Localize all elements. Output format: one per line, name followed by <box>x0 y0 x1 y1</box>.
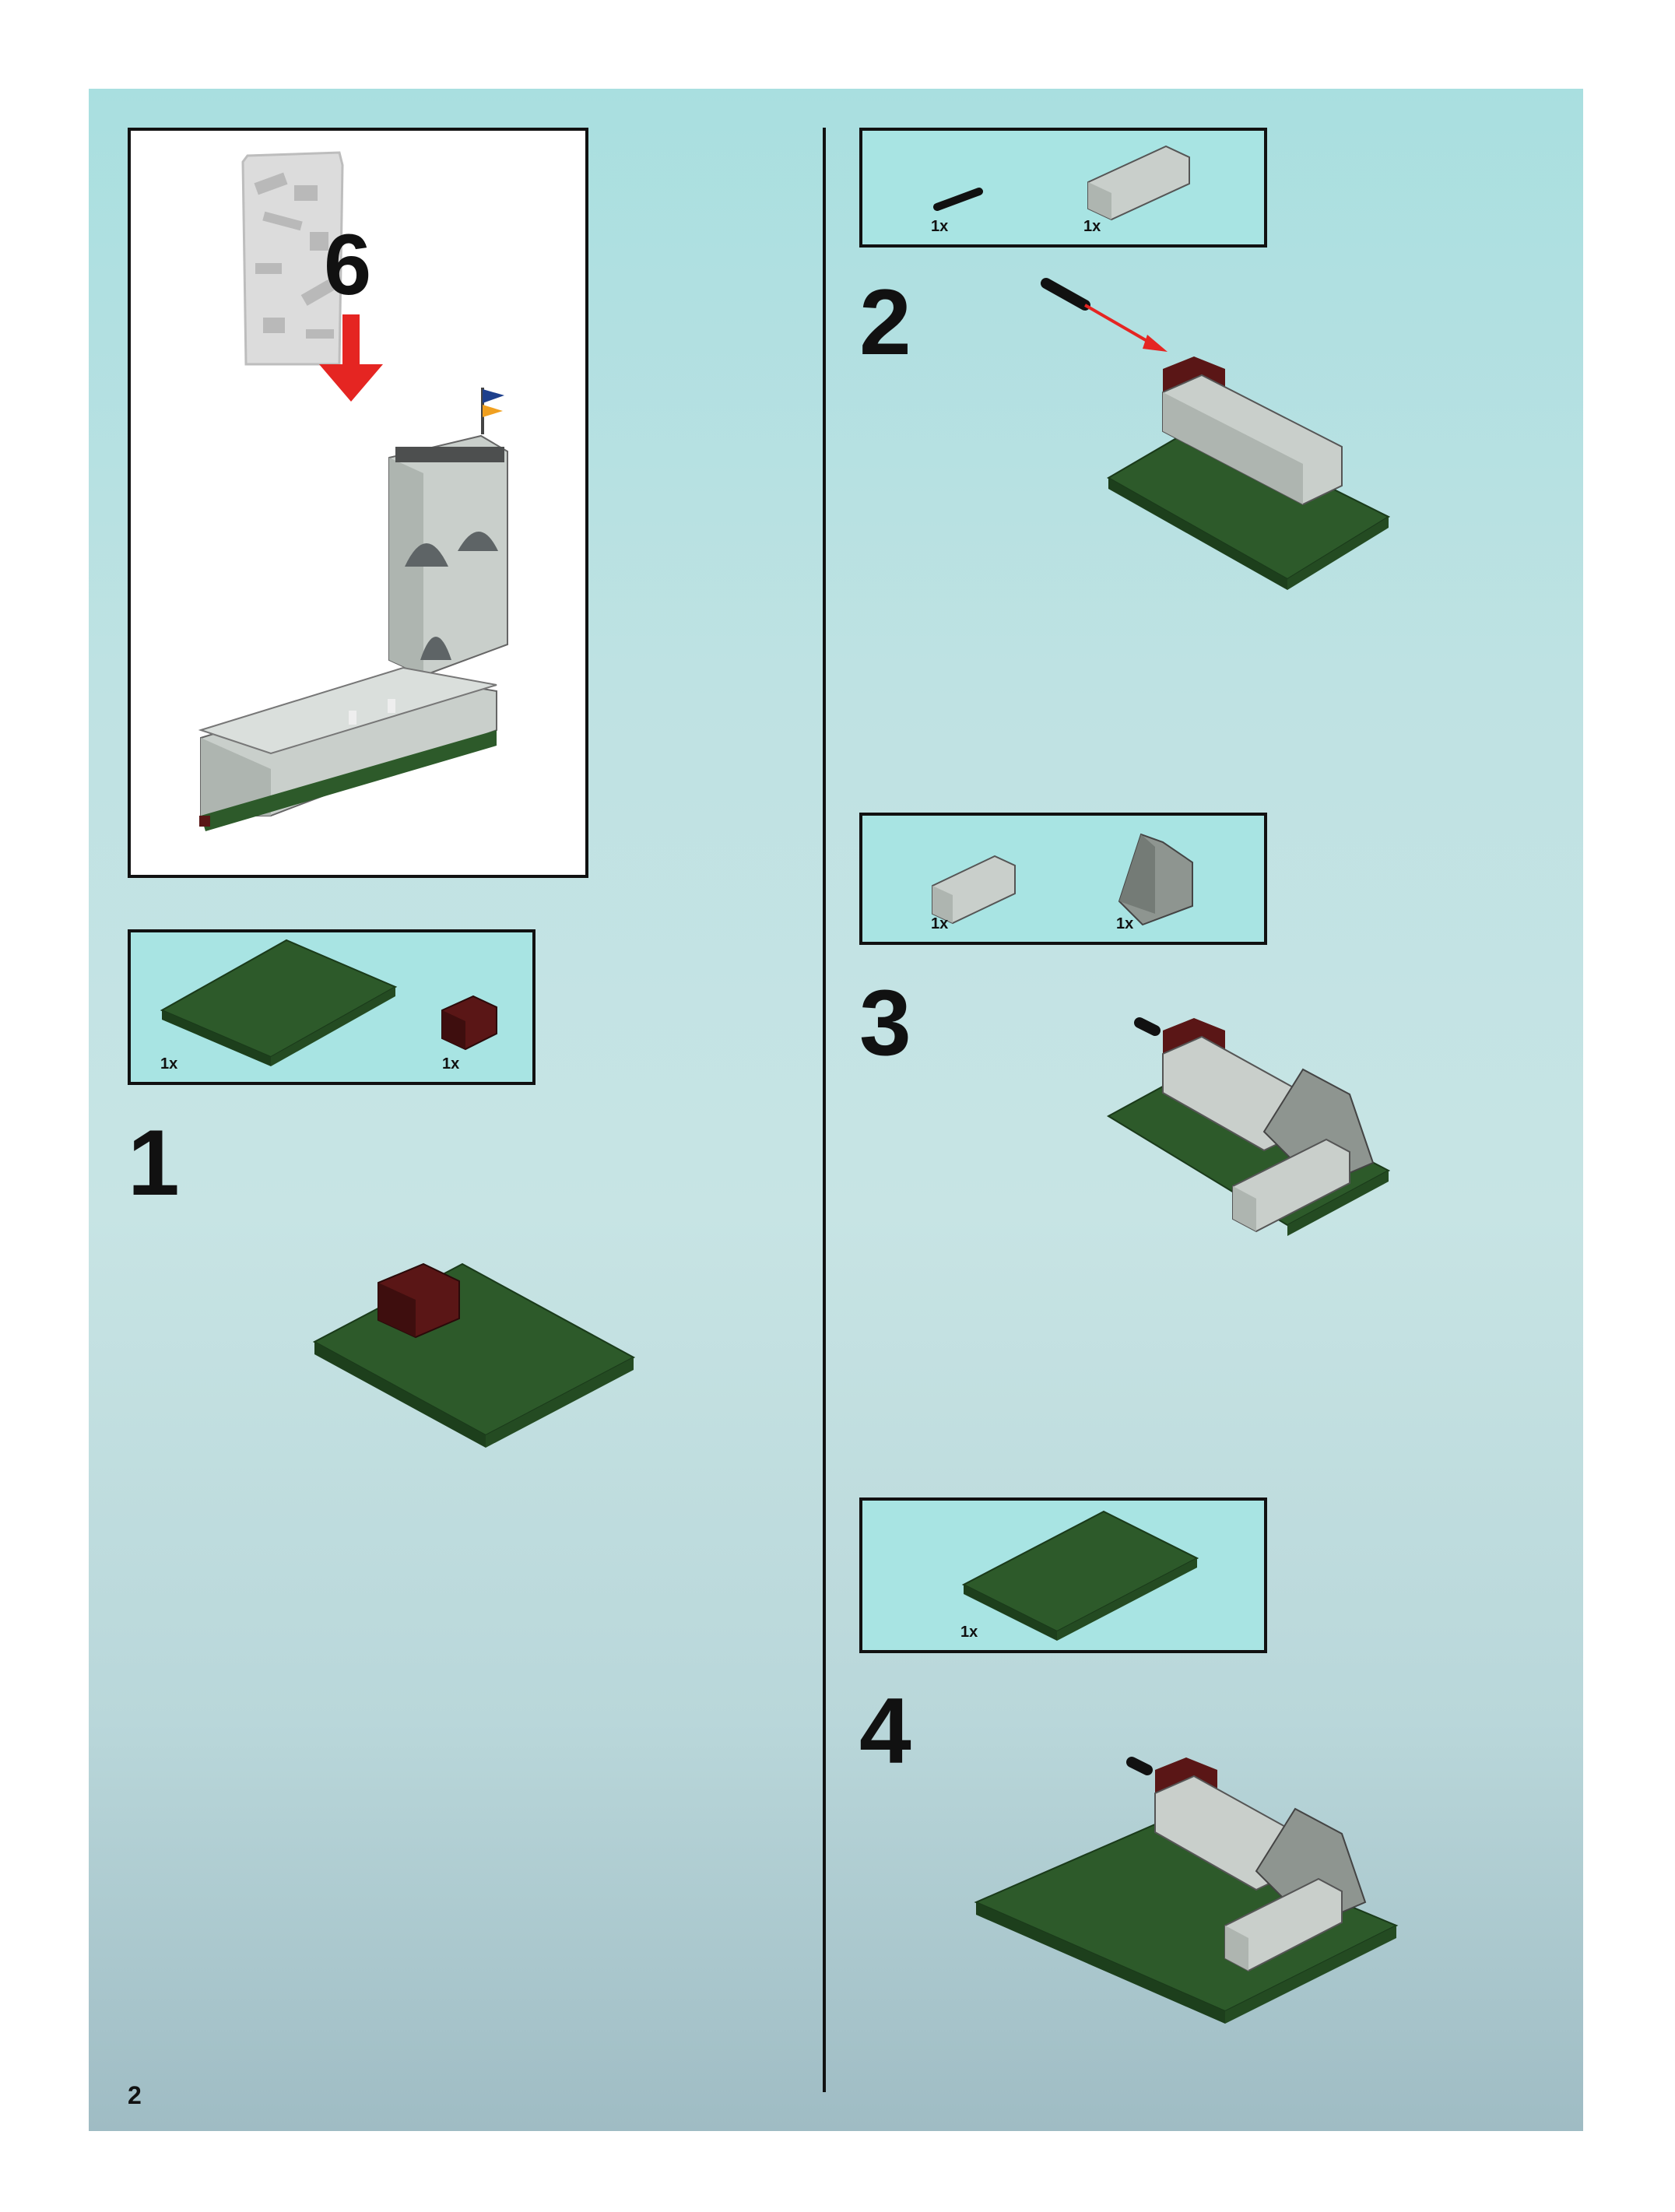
intro-frame: 6 <box>128 128 588 878</box>
step-2-build-illustration <box>1038 268 1505 657</box>
step-4-build-illustration <box>960 1747 1505 2120</box>
step-2-part-2-qty: 1x <box>1083 218 1101 236</box>
step-2-part-1-qty: 1x <box>931 218 948 236</box>
step-3-build-illustration <box>1038 1007 1505 1318</box>
step-1-part-2-qty: 1x <box>442 1055 459 1073</box>
step-1-number: 1 <box>128 1116 180 1210</box>
step-3-part-2-qty: 1x <box>1116 915 1133 933</box>
step-3-number: 3 <box>859 976 911 1069</box>
column-divider <box>823 128 826 2092</box>
step-4-parts-box: 1x <box>859 1497 1267 1653</box>
step-4-number: 4 <box>859 1684 911 1778</box>
dark-gray-slope-icon <box>862 816 1267 945</box>
page-number: 2 <box>128 2081 142 2110</box>
castle-wall-tower-icon <box>131 131 592 881</box>
step-2-parts-box: 1x 1x <box>859 128 1267 248</box>
step-2-number: 2 <box>859 276 911 369</box>
step-1-parts-box: 1x 1x <box>128 929 536 1085</box>
step-1-build-illustration <box>307 1210 774 1521</box>
step-3-parts-box: 1x 1x <box>859 813 1267 945</box>
green-plate-4x8-icon <box>862 1501 1267 1653</box>
step-4-part-1-qty: 1x <box>960 1624 978 1641</box>
step-3-part-1-qty: 1x <box>931 915 948 933</box>
instruction-page: 6 <box>89 89 1583 2131</box>
step-1-part-1-qty: 1x <box>160 1055 177 1073</box>
light-gray-brick-1x4-icon <box>862 131 1267 248</box>
dark-red-brick-1x2-icon <box>131 932 536 1085</box>
